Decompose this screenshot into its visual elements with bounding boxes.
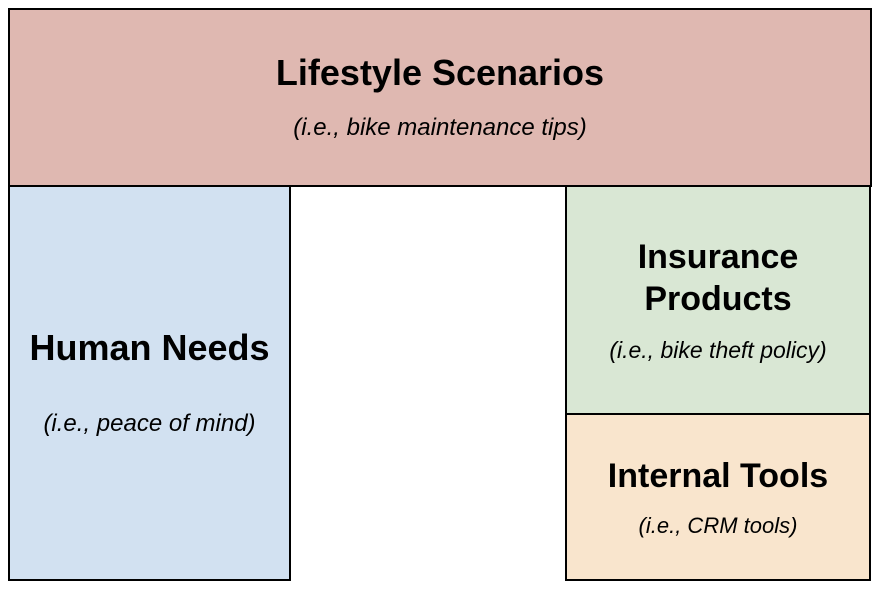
box-internal-tools: Internal Tools (i.e., CRM tools) <box>565 413 871 581</box>
lifestyle-scenarios-subtitle: (i.e., bike maintenance tips) <box>293 113 587 141</box>
box-human-needs: Human Needs (i.e., peace of mind) <box>8 185 291 581</box>
human-needs-subtitle: (i.e., peace of mind) <box>43 410 256 438</box>
internal-tools-subtitle: (i.e., CRM tools) <box>638 513 798 539</box>
lifestyle-scenarios-title: Lifestyle Scenarios <box>275 52 605 94</box>
insurance-products-subtitle: (i.e., bike theft policy) <box>609 336 827 363</box>
internal-tools-title: Internal Tools <box>607 456 829 495</box>
box-lifestyle-scenarios: Lifestyle Scenarios (i.e., bike maintena… <box>8 8 872 187</box>
insurance-products-title: Insurance Products <box>637 237 799 319</box>
box-insurance-products: Insurance Products (i.e., bike theft pol… <box>565 185 871 415</box>
human-needs-title: Human Needs <box>29 326 270 368</box>
